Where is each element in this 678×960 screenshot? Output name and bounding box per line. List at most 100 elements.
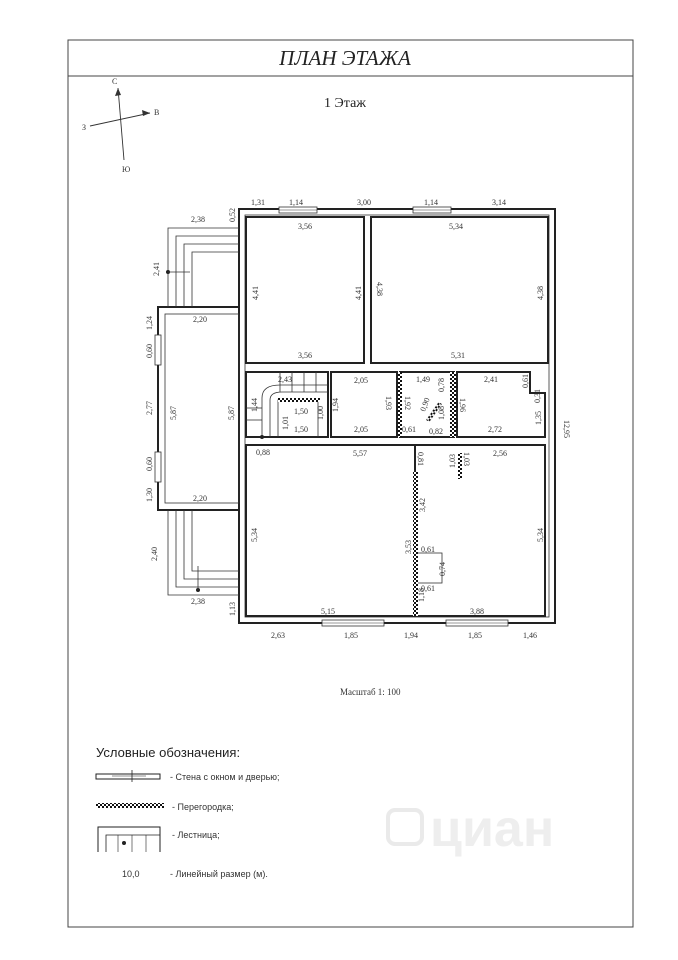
legend-heading: Условные обозначения:	[96, 745, 240, 760]
watermark-text: циан	[430, 800, 554, 858]
dim-side-5: 1,30	[145, 488, 154, 502]
dim-big-342: 3,42	[418, 498, 427, 512]
dim-bath-1: 1,49	[416, 375, 430, 384]
dim-side-3: 2,77	[145, 401, 154, 415]
plan-walls	[157, 208, 556, 624]
compass-south: Ю	[122, 165, 130, 174]
dim-mid-4: 1,93	[384, 396, 393, 410]
dim-big-right: 5,34	[536, 528, 545, 542]
scale-label: Масштаб 1: 100	[340, 687, 401, 697]
dim-big-061b: 0,61	[421, 584, 435, 593]
dim-porch-top-h: 2,41	[152, 262, 161, 276]
dim-stair-4: 1,00	[316, 406, 325, 420]
dim-corridor-081: 0,81	[416, 452, 425, 466]
dim-stair-6: 1,01	[281, 416, 290, 430]
dim-bath-7: 1,08	[437, 406, 446, 420]
dim-corridor-557: 5,57	[353, 449, 367, 458]
dim-bath-4: 0,78	[437, 378, 446, 392]
legend-linear-text: - Линейный размер (м).	[170, 869, 268, 879]
dim-mid-3: 2,05	[354, 425, 368, 434]
dim-corridor-256: 2,56	[493, 449, 507, 458]
dim-big-388: 3,88	[470, 607, 484, 616]
dim-bottom-1: 2,63	[271, 631, 285, 640]
dim-corridor-103a: 1,03	[448, 454, 457, 468]
dim-veranda-bottom: 2,20	[193, 494, 207, 503]
dim-bath-3: 0,90	[418, 396, 431, 412]
dim-big-left: 5,34	[250, 528, 259, 542]
dim-veranda-right: 5,87	[227, 406, 236, 420]
dim-veranda-top: 2,20	[193, 315, 207, 324]
dim-r2-left: 4,38	[375, 282, 384, 296]
dim-side-4: 0,60	[145, 457, 154, 471]
dim-mid-2: 1,94	[331, 398, 340, 412]
dim-side-1: 1,24	[145, 316, 154, 330]
dim-small-room-1: 2,41	[484, 375, 498, 384]
dim-top-1: 1,31	[251, 198, 265, 207]
dim-small-room-5: 1,35	[534, 411, 543, 425]
dim-r2-right: 4,38	[536, 286, 545, 300]
dim-r2-top: 5,34	[449, 222, 463, 231]
legend: Условные обозначения: - Стена с окном и …	[95, 745, 280, 879]
dim-top-4: 1,14	[424, 198, 438, 207]
dim-r1-right: 4,41	[354, 286, 363, 300]
floor-label: 1 Этаж	[324, 96, 366, 111]
dim-bath-2: 1,92	[403, 396, 412, 410]
dim-bottom-5: 1,46	[523, 631, 537, 640]
compass-west: З	[82, 123, 86, 132]
dim-side-2: 0,60	[145, 344, 154, 358]
dim-top-3: 3,00	[357, 198, 371, 207]
dim-stair-1: 2,43	[278, 375, 292, 384]
dim-bottom-4: 1,85	[468, 631, 482, 640]
dim-porch-top-gap: 0,52	[228, 208, 237, 222]
dim-bottom-3: 1,94	[404, 631, 418, 640]
dim-small-room-3: 0,31	[533, 389, 542, 403]
dim-porch-bottom-w: 2,38	[191, 597, 205, 606]
dim-bottom-2: 1,85	[344, 631, 358, 640]
dim-big-061a: 0,61	[421, 545, 435, 554]
dim-small-room-4: 2,72	[488, 425, 502, 434]
dim-big-515: 5,15	[321, 607, 335, 616]
dim-stair-3: 1,50	[294, 407, 308, 416]
dim-top-2: 1,14	[289, 198, 303, 207]
compass-rose: С В Ю З	[82, 77, 159, 174]
dim-r1-left: 4,41	[251, 286, 260, 300]
plan-partitions	[278, 372, 462, 616]
legend-wall-text: - Стена с окном и дверью;	[170, 772, 280, 782]
compass-north: С	[112, 77, 117, 86]
dim-total-height: 12,95	[562, 420, 571, 438]
plan-title: ПЛАН ЭТАЖА	[278, 46, 411, 70]
dim-r1-bottom: 3,56	[298, 351, 312, 360]
compass-east: В	[154, 108, 159, 117]
dim-bath-6: 0,82	[429, 427, 443, 436]
sheet-frame	[67, 39, 634, 928]
legend-linear-sample: 10,0	[122, 869, 140, 879]
dim-veranda-left: 5,87	[169, 406, 178, 420]
dim-small-room-2: 0,61	[521, 374, 530, 388]
dim-r1-top: 3,56	[298, 222, 312, 231]
dim-r2-bottom: 5,31	[451, 351, 465, 360]
dim-stair-2: 1,44	[250, 398, 259, 412]
watermark-mark	[386, 808, 424, 846]
legend-partition-symbol	[96, 803, 164, 808]
title-box	[67, 39, 634, 77]
dim-mid-1: 2,05	[354, 376, 368, 385]
dim-corridor-103b: 1,03	[462, 452, 471, 466]
dim-porch-top-w: 2,38	[191, 215, 205, 224]
legend-partition-text: - Перегородка;	[172, 802, 234, 812]
legend-stairs-text: - Лестница;	[172, 830, 220, 840]
dim-corridor-088: 0,88	[256, 448, 270, 457]
dim-bath-8: 1,96	[458, 398, 467, 412]
dim-big-074: 0,74	[438, 562, 447, 576]
dim-top-5: 3,14	[492, 198, 506, 207]
plan-windows	[154, 206, 509, 627]
dim-bath-5: 0,61	[402, 425, 416, 434]
dim-big-118: 1,18	[417, 588, 426, 602]
legend-wall-symbol	[95, 770, 161, 782]
dim-big-353: 3,53	[404, 540, 413, 554]
dim-stair-5: 1,50	[294, 425, 308, 434]
dim-side-6: 2,40	[150, 547, 159, 561]
legend-stairs-symbol	[97, 826, 161, 852]
dim-corner-113: 1,13	[228, 602, 237, 616]
dimension-labels: 1,31 1,14 3,00 1,14 3,14 3,56 3,56 4,41 …	[145, 198, 571, 640]
